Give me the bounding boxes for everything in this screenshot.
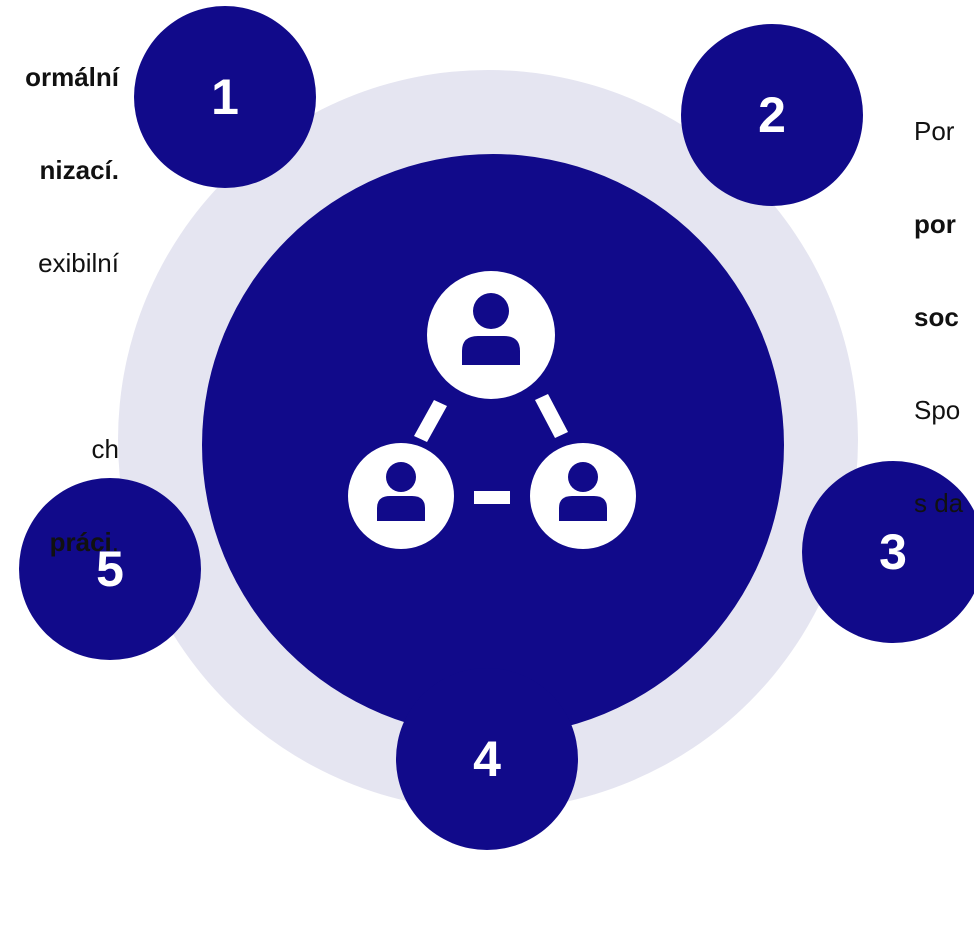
person-top-icon xyxy=(427,271,555,399)
connector-right xyxy=(535,394,568,438)
step-4-circle[interactable]: 4 xyxy=(396,668,578,850)
step-2-circle[interactable]: 2 xyxy=(681,24,863,206)
center-circle xyxy=(202,154,784,736)
step-1-description: ormální nizací. exibilní ch práci. xyxy=(25,0,119,589)
step-2-desc-line-1: Por xyxy=(914,116,955,146)
step-2-desc-line-4: Spo xyxy=(914,395,961,425)
step-5-circle[interactable]: 5 xyxy=(19,478,201,660)
step-1-desc-line-5: práci. xyxy=(49,527,119,557)
connector-left xyxy=(414,400,447,442)
step-2-desc-line-3: soc xyxy=(914,302,959,332)
step-1-desc-line-blank xyxy=(25,341,119,372)
step-1-desc-line-4: ch xyxy=(91,434,119,464)
connector-lines xyxy=(414,394,568,504)
step-1-desc-line-1: ormální xyxy=(25,62,119,92)
step-2-desc-line-5: s da xyxy=(914,488,964,518)
person-left-icon xyxy=(348,443,454,549)
step-5-label: 5 xyxy=(96,541,124,597)
step-2-label: 2 xyxy=(758,87,786,143)
step-1-desc-line-3: exibilní xyxy=(38,248,119,278)
step-4-label: 4 xyxy=(473,731,501,787)
step-2-desc-line-2: por xyxy=(914,209,956,239)
step-3-label: 3 xyxy=(879,524,907,580)
person-right-icon xyxy=(530,443,636,549)
connector-bottom xyxy=(474,491,510,504)
step-1-desc-line-2: nizací. xyxy=(39,155,119,185)
step-1-circle[interactable]: 1 xyxy=(134,6,316,188)
step-1-label: 1 xyxy=(211,69,239,125)
step-2-description: Por por soc Spo s da xyxy=(914,54,963,550)
step-3-circle[interactable]: 3 xyxy=(802,461,974,643)
